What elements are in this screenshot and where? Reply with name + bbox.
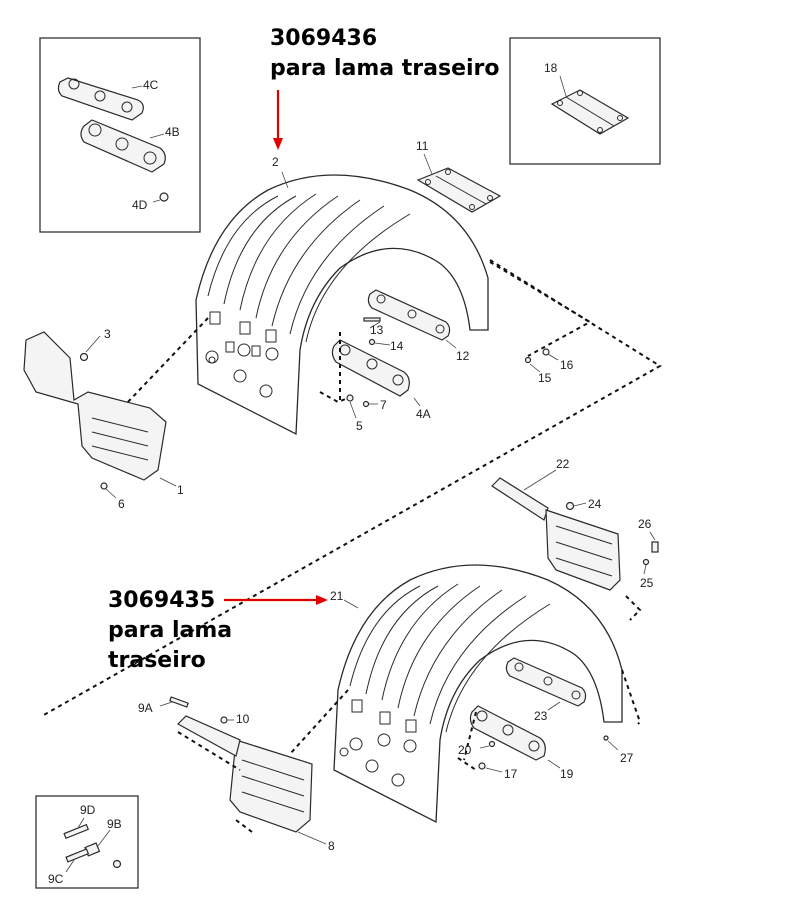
- mudflap-8: 8: [177, 715, 335, 853]
- label-10: 10: [236, 712, 250, 726]
- label-14: 14: [390, 339, 404, 353]
- label-16: 16: [560, 358, 574, 372]
- label-3: 3: [104, 327, 111, 341]
- bracket-23: 23: [505, 657, 587, 723]
- label-21: 21: [330, 589, 344, 603]
- label-9a: 9A: [138, 701, 153, 715]
- arrow-lower: [224, 595, 328, 605]
- label-12: 12: [456, 349, 470, 363]
- bracket-4c: [57, 77, 144, 121]
- fender-2: [195, 174, 489, 436]
- label-4d: 4D: [132, 198, 148, 212]
- label-13: 13: [370, 323, 384, 337]
- plate-11: 11: [416, 139, 502, 213]
- nut-27: [603, 735, 609, 741]
- bolt-26: [651, 541, 659, 553]
- detail-box-plate-18: 18: [509, 37, 661, 165]
- label-5: 5: [356, 419, 363, 433]
- mudflap-1: 1: [23, 331, 184, 497]
- label-9d: 9D: [80, 803, 96, 817]
- nut-7: [362, 400, 370, 408]
- callout-lower-description-1: para lama: [108, 618, 233, 643]
- callout-lower-description-2: traseiro: [108, 648, 206, 673]
- label-20: 20: [458, 743, 472, 757]
- washer-5: [346, 394, 354, 402]
- label-9c: 9C: [48, 872, 64, 886]
- pin-9a: [169, 696, 189, 708]
- callout-lower-part-number: 3069435: [108, 588, 216, 613]
- mudflap-22: 22: [491, 457, 621, 591]
- label-7: 7: [380, 398, 387, 412]
- washer-16: [542, 348, 550, 356]
- arrow-upper: [273, 90, 283, 150]
- label-4a: 4A: [416, 407, 431, 421]
- bolt-13: [363, 317, 381, 322]
- label-4c: 4C: [143, 78, 159, 92]
- bolt-24: [565, 501, 575, 511]
- callout-upper-description: para lama traseiro: [270, 56, 500, 81]
- mount-outline-lower: [625, 595, 642, 621]
- nut-14: [368, 338, 376, 346]
- label-23: 23: [534, 709, 548, 723]
- label-18: 18: [544, 61, 558, 75]
- label-19: 19: [560, 767, 574, 781]
- label-26: 26: [638, 517, 652, 531]
- detail-box-pins: 9D 9B 9C: [35, 795, 139, 889]
- nut-10: [220, 716, 228, 724]
- nut-20: [488, 740, 496, 748]
- bolt-3: [79, 352, 89, 362]
- label-8: 8: [328, 839, 335, 853]
- detail-box-brackets: 4C 4B 4D: [39, 37, 201, 233]
- callout-upper-part-number: 3069436: [270, 26, 378, 51]
- label-27: 27: [620, 751, 634, 765]
- label-2: 2: [272, 155, 279, 169]
- label-22: 22: [556, 457, 570, 471]
- label-6: 6: [118, 497, 125, 511]
- callout-upper: 3069436 para lama traseiro: [270, 24, 500, 84]
- nut-15: [524, 356, 532, 364]
- bracket-19: 19: [469, 705, 574, 781]
- callout-lower: 3069435 para lama traseiro: [108, 586, 232, 676]
- bracket-4a: 4A: [331, 339, 431, 421]
- label-15: 15: [538, 371, 552, 385]
- fender-21: [333, 564, 623, 824]
- label-9b: 9B: [107, 817, 122, 831]
- screw-6: [100, 482, 108, 490]
- bracket-12: 12: [367, 289, 470, 363]
- label-1: 1: [177, 483, 184, 497]
- label-24: 24: [588, 497, 602, 511]
- label-17: 17: [504, 767, 518, 781]
- nut-25: [642, 558, 650, 566]
- label-25: 25: [640, 576, 654, 590]
- label-11: 11: [416, 139, 429, 153]
- bracket-4b: [80, 119, 166, 173]
- washer-17: [478, 762, 486, 770]
- label-4b: 4B: [165, 125, 180, 139]
- nut-4d: [159, 192, 169, 202]
